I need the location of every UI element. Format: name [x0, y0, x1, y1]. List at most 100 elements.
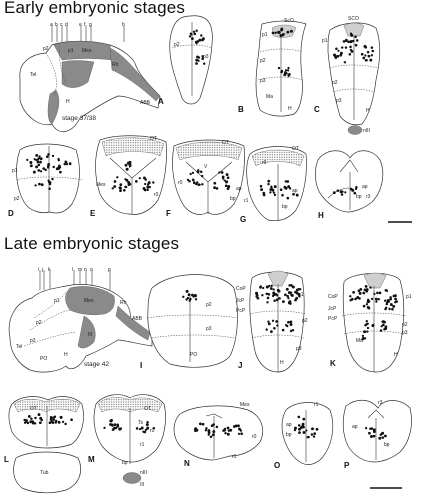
cell-dot: [109, 419, 113, 423]
cell-dot: [363, 337, 367, 340]
panel-f-section: OT V r0 ap bp F: [166, 139, 245, 218]
cell-dot: [289, 284, 293, 287]
cell-dot: [348, 53, 352, 56]
cell-dot: [284, 69, 288, 72]
cell-dot: [220, 171, 224, 174]
cell-dot: [306, 436, 309, 439]
cell-dot: [57, 166, 60, 169]
panel-letter-c: C: [314, 105, 320, 114]
cell-dot: [298, 431, 301, 434]
cell-dot: [270, 284, 273, 287]
cell-dot: [135, 427, 139, 430]
cell-dot: [362, 56, 366, 60]
cell-dot: [284, 323, 288, 327]
late-tick-i: i: [38, 267, 39, 273]
cell-dot: [35, 153, 39, 157]
cell-dot: [379, 433, 383, 436]
cell-dot: [364, 426, 368, 430]
panel-c-label: p1: [322, 38, 328, 44]
cell-dot: [259, 286, 262, 289]
cell-dot: [211, 433, 215, 437]
panel-d-label: p2: [14, 196, 20, 202]
cell-dot: [31, 421, 35, 425]
cell-dot: [381, 436, 384, 439]
late-tick-p: p: [108, 267, 111, 273]
cell-dot: [195, 29, 198, 32]
cell-dot: [273, 299, 276, 302]
cell-dot: [337, 49, 340, 52]
cell-dot: [224, 432, 227, 435]
cell-dot: [33, 158, 36, 161]
cell-dot: [146, 420, 149, 424]
cell-dot: [289, 29, 293, 33]
cell-dot: [254, 292, 258, 295]
panel-e-label: OT: [150, 136, 157, 142]
cell-dot: [276, 324, 279, 327]
late-schem-label-iii: III: [88, 332, 92, 338]
cell-dot: [195, 42, 198, 45]
cell-dot: [49, 418, 53, 421]
cell-dot: [146, 427, 149, 430]
cell-dot: [362, 304, 366, 308]
panel-letter-h: H: [318, 211, 324, 220]
cell-dot: [344, 191, 347, 194]
cell-dot: [273, 185, 277, 189]
cell-dot: [103, 426, 106, 430]
late-tick-o: o: [90, 267, 93, 273]
cell-dot: [255, 295, 259, 298]
cell-dot: [196, 181, 199, 184]
cell-dot: [383, 321, 386, 324]
cell-dot: [259, 184, 263, 188]
cell-dot: [268, 284, 271, 288]
cell-dot: [38, 421, 42, 425]
cell-dot: [339, 53, 343, 57]
cell-dot: [201, 422, 205, 426]
panel-letter-i: I: [140, 361, 142, 370]
cell-dot: [311, 427, 314, 431]
cell-dot: [213, 181, 217, 185]
cell-dot: [375, 297, 378, 301]
cell-dot: [349, 48, 353, 51]
panel-p-section: r3 ap bp P: [342, 399, 412, 470]
panel-j-label: p1: [298, 292, 304, 298]
panel-c-label: p2: [332, 80, 338, 86]
cell-dot: [189, 172, 192, 176]
cell-dot: [152, 427, 156, 430]
cell-dot: [193, 32, 197, 36]
cell-dot: [49, 415, 53, 419]
cell-dot: [289, 329, 293, 333]
cell-dot: [365, 289, 369, 293]
cell-dot: [200, 34, 203, 37]
cell-dot: [375, 300, 378, 303]
cell-dot: [273, 193, 277, 197]
panel-i-label: p2: [206, 302, 212, 308]
cell-dot: [350, 297, 354, 301]
cell-dot: [286, 294, 289, 298]
section-title-early: Early embryonic stages: [4, 0, 186, 17]
cell-dot: [223, 429, 227, 432]
cell-dot: [199, 170, 203, 174]
panel-o-label: bp: [286, 432, 292, 438]
cell-dot: [388, 307, 391, 311]
cell-dot: [124, 178, 127, 181]
cell-dot: [118, 427, 122, 431]
late-tick-n: n: [84, 267, 87, 273]
cell-dot: [118, 186, 122, 190]
panel-f-label: V: [204, 164, 208, 170]
cell-dot: [267, 322, 271, 326]
cell-dot: [125, 167, 129, 171]
cell-dot: [188, 35, 192, 38]
cell-dot: [239, 429, 243, 432]
panel-j-label: H: [280, 360, 284, 366]
cell-dot: [152, 181, 155, 184]
cell-dot: [366, 305, 370, 309]
cell-dot: [196, 40, 200, 43]
cell-dot: [344, 46, 348, 49]
cell-dot: [34, 184, 37, 187]
cell-dot: [284, 180, 287, 183]
cell-dot: [35, 165, 39, 169]
cell-dot: [42, 167, 46, 170]
cell-dot: [140, 426, 144, 430]
cell-dot: [349, 295, 352, 298]
cell-dot: [336, 54, 340, 58]
